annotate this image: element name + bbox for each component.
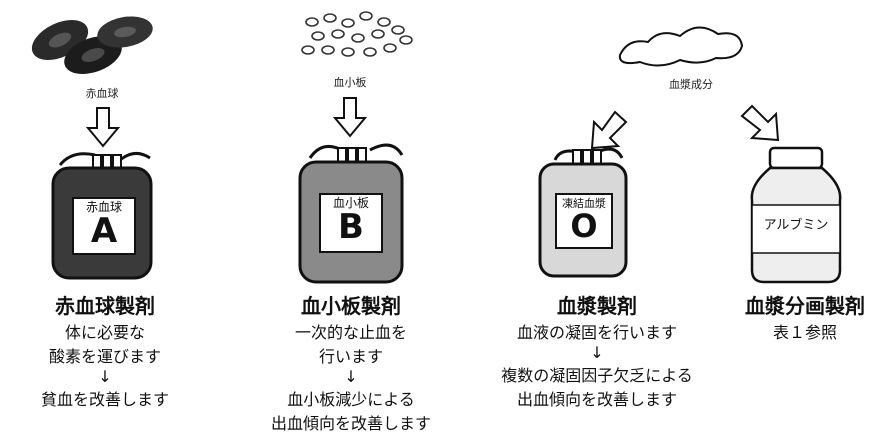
product-title-red-cell: 赤血球製剤	[55, 294, 155, 318]
desc-arrow: ↓	[590, 343, 604, 362]
bag-label-a: 赤血球	[85, 200, 122, 214]
desc-line: 出血傾向を改善します	[516, 390, 677, 409]
blood-bag-a-icon	[51, 152, 153, 280]
blood-bag-b-icon	[298, 143, 404, 284]
desc-arrow: ↓	[98, 367, 112, 386]
source-label-red-cell: 赤血球	[85, 87, 119, 100]
arrow-down-left-icon	[590, 110, 628, 150]
desc-arrow: ↓	[344, 367, 358, 386]
desc-line: 出血傾向を改善します	[270, 414, 431, 433]
bag-letter-a: A	[90, 211, 118, 251]
desc-line: 一次的な止血を	[294, 323, 407, 342]
bag-letter-plasma: O	[570, 207, 598, 245]
product-title-platelet: 血小板製剤	[301, 294, 401, 318]
source-label-plasma: 血漿成分	[669, 78, 713, 91]
product-title-plasma: 血漿製剤	[557, 294, 637, 318]
desc-line: 複数の凝固因子欠乏による	[501, 366, 693, 385]
bottle-label-albumin: アルブミン	[763, 218, 829, 233]
bag-letter-b: B	[338, 207, 364, 247]
blood-products-diagram: 赤血球 血小板 血漿成分 赤血球 A 血小板 B 凍結血漿 O アルブミン 赤血…	[0, 11, 880, 433]
desc-line: 貧血を改善します	[40, 390, 169, 409]
red-blood-cells-icon	[31, 16, 153, 74]
column-fraction: 血漿分画製剤 表１参照	[730, 290, 880, 343]
desc-line: 血液の凝固を行います	[516, 323, 677, 342]
source-label-platelet: 血小板	[333, 76, 367, 89]
desc-line: 行います	[318, 347, 383, 366]
desc-line: 表１参照	[772, 323, 837, 342]
albumin-bottle-icon	[750, 146, 842, 284]
illustration-layer	[31, 11, 842, 284]
down-arrow-icon	[332, 97, 368, 138]
desc-line: 血小板減少による	[287, 390, 415, 409]
plasma-bag-icon	[538, 147, 628, 278]
plasma-cloud-icon	[618, 26, 744, 67]
column-platelet: 血小板製剤 一次的な止血を 行います ↓ 血小板減少による 出血傾向を改善します	[240, 290, 462, 434]
column-plasma: 血漿製剤 血液の凝固を行います ↓ 複数の凝固因子欠乏による 出血傾向を改善しま…	[466, 290, 728, 410]
bag-label-plasma: 凍結血漿	[562, 197, 606, 210]
column-red-cell: 赤血球製剤 体に必要な 酸素を運びます ↓ 貧血を改善します	[0, 290, 210, 410]
arrow-down-right-icon	[740, 104, 780, 142]
desc-line: 酸素を運びます	[48, 347, 161, 366]
bag-label-b: 血小板	[332, 196, 369, 210]
product-title-fraction: 血漿分画製剤	[745, 294, 865, 318]
down-arrow-icon	[85, 107, 121, 148]
platelets-icon	[301, 11, 413, 57]
desc-line: 体に必要な	[64, 323, 145, 342]
